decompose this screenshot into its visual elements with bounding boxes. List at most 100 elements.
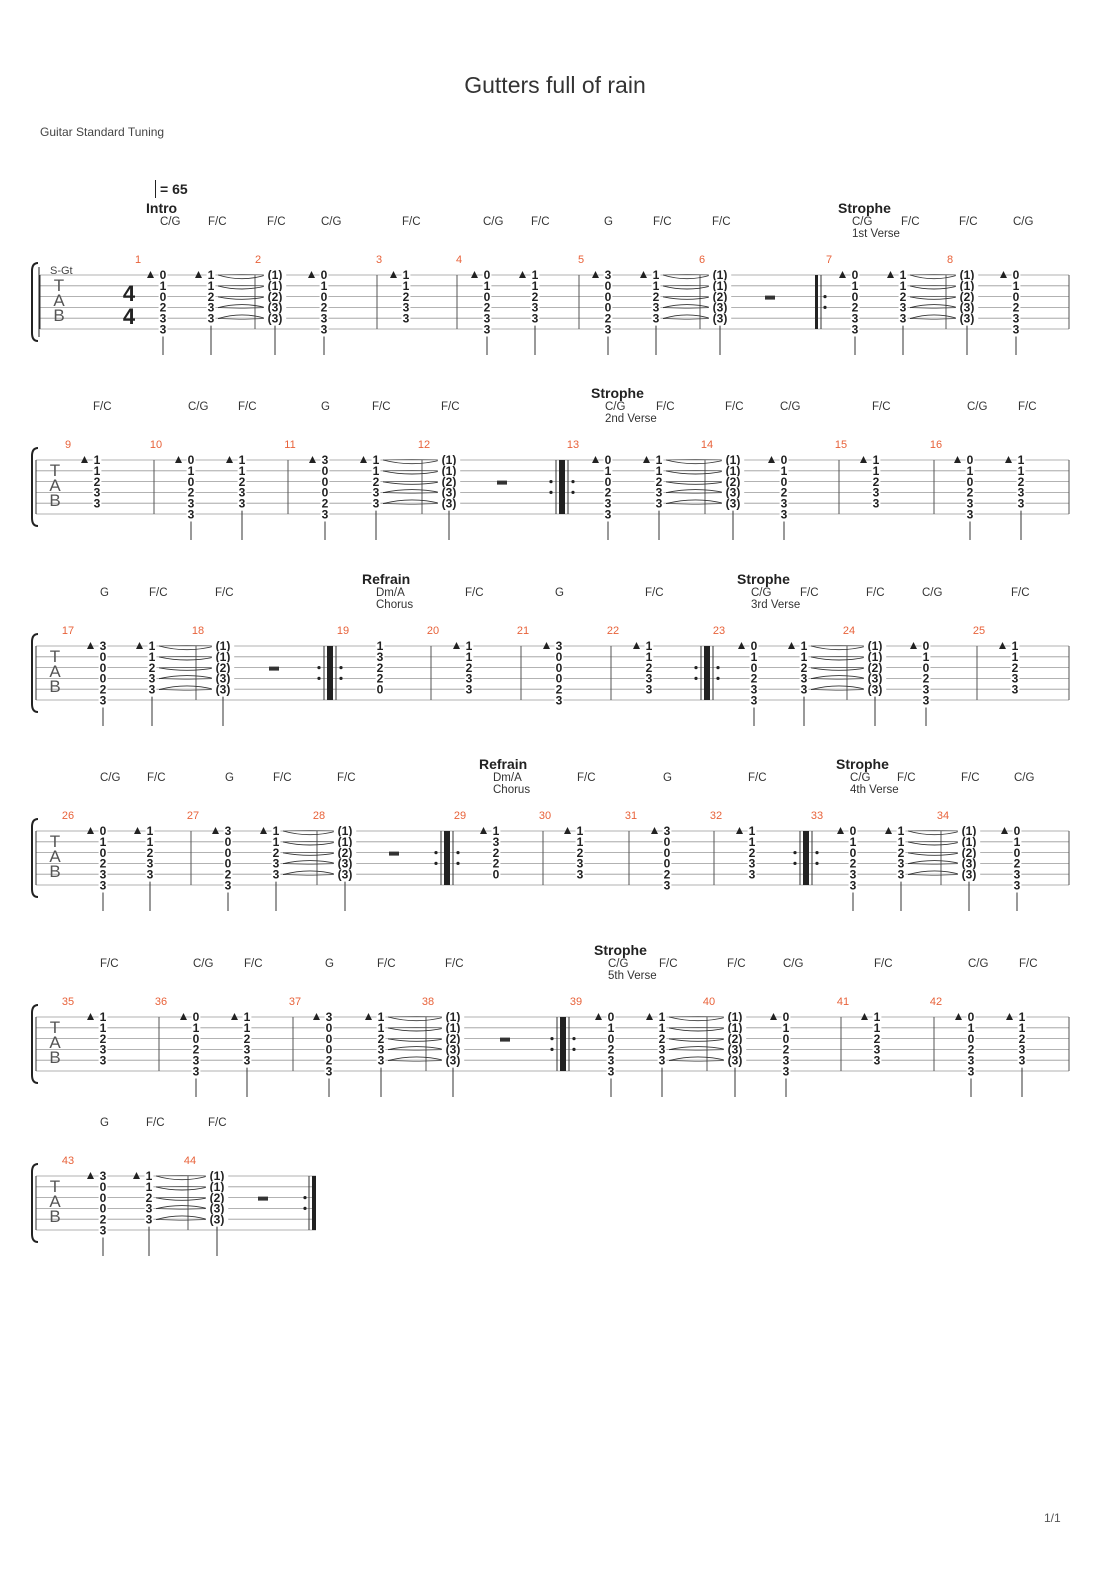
fret-number: (1) <box>960 279 975 293</box>
fret-number: 3 <box>967 497 974 511</box>
fret-background <box>147 673 157 685</box>
strum-arrow-icon <box>87 1172 94 1179</box>
tie-arc <box>282 841 338 846</box>
tie-arc <box>282 863 338 865</box>
fret-number: (3) <box>728 1054 743 1068</box>
fret-number: 3 <box>900 301 907 315</box>
chord-name: F/C <box>273 772 292 784</box>
fret-background <box>401 269 411 281</box>
fret-background <box>848 825 858 837</box>
tie-arc <box>217 285 267 290</box>
measure-number: 43 <box>62 1155 74 1167</box>
strum-arrow-icon <box>136 642 143 649</box>
fret-number: 0 <box>608 1032 615 1046</box>
fret-number: 1 <box>193 1021 200 1035</box>
fret-background <box>144 1170 154 1182</box>
time-signature-top: 4 <box>123 281 136 306</box>
fret-background <box>464 662 474 674</box>
strum-arrow-icon <box>768 456 775 463</box>
fret-number: 1 <box>377 639 384 653</box>
fret-background <box>530 280 540 292</box>
fret-background <box>799 651 809 663</box>
fret-number: 1 <box>646 639 653 653</box>
final-barline-thick <box>312 1176 316 1230</box>
fret-background <box>271 825 281 837</box>
fret-number: 2 <box>1019 1032 1026 1046</box>
fret-background <box>779 476 789 488</box>
fret-number: 1 <box>94 453 101 467</box>
tie-arc <box>158 667 216 669</box>
fret-background <box>333 858 357 870</box>
tie-arc <box>155 1205 209 1210</box>
strum-arrow-icon <box>390 271 397 278</box>
fret-number: 3 <box>968 1054 975 1068</box>
fret-number: (3) <box>210 1202 225 1216</box>
chord-name: F/C <box>725 401 744 413</box>
fret-background <box>237 487 247 499</box>
strum-arrow-icon <box>738 642 745 649</box>
fret-background <box>1010 640 1020 652</box>
chord-name: F/C <box>872 401 891 413</box>
tab-clef-letter: B <box>53 306 64 325</box>
repeat-dot <box>793 861 797 866</box>
fret-background <box>271 836 281 848</box>
fret-background <box>147 651 157 663</box>
fret-background <box>186 498 196 510</box>
fret-background <box>263 313 287 325</box>
fret-background <box>896 869 906 881</box>
tie-arc <box>665 499 726 505</box>
fret-number: 1 <box>967 464 974 478</box>
repeat-dot <box>456 851 460 855</box>
fret-number: (3) <box>268 301 283 315</box>
fret-background <box>1010 662 1020 674</box>
fret-number: 3 <box>1014 879 1021 893</box>
fret-background <box>324 1011 334 1023</box>
rest-mark <box>258 1196 268 1201</box>
fret-number: 3 <box>653 312 660 326</box>
fret-background <box>191 1066 201 1077</box>
strum-arrow-icon <box>1005 456 1012 463</box>
measure-number: 16 <box>930 439 942 451</box>
fret-background <box>1017 1022 1027 1034</box>
fret-number: 0 <box>783 1010 790 1024</box>
fret-background <box>708 280 732 292</box>
fret-background <box>376 1055 386 1067</box>
tie-arc <box>158 667 216 671</box>
strum-arrow-icon <box>453 642 460 649</box>
fret-number: (3) <box>713 301 728 315</box>
strum-arrow-icon <box>1001 827 1008 834</box>
fret-background <box>955 269 979 281</box>
fret-number: 1 <box>656 453 663 467</box>
fret-number: 2 <box>801 661 808 675</box>
tie-arc <box>282 860 338 865</box>
fret-background <box>966 1066 976 1077</box>
fret-background <box>320 476 330 488</box>
fret-number: 3 <box>193 1065 200 1079</box>
fret-number: 3 <box>484 323 491 337</box>
fret-number: 1 <box>781 464 788 478</box>
fret-number: 3 <box>273 857 280 871</box>
section-title: Strophe <box>838 200 891 216</box>
fret-number: 3 <box>1014 868 1021 882</box>
fret-background <box>606 1055 616 1067</box>
fret-number: (3) <box>338 857 353 871</box>
fret-background <box>603 302 613 314</box>
fret-number: 3 <box>967 508 974 522</box>
fret-background <box>98 1214 108 1226</box>
fret-number: 1 <box>146 1169 153 1183</box>
fret-background <box>898 302 908 314</box>
measure-number: 37 <box>289 996 301 1008</box>
chord-name: F/C <box>645 587 664 599</box>
fret-number: 3 <box>1012 672 1019 686</box>
fret-background <box>223 836 233 848</box>
rest-mark <box>497 480 507 485</box>
fret-background <box>491 847 501 859</box>
measure-number: 33 <box>811 810 823 822</box>
fret-background <box>781 1022 791 1034</box>
tie-arc <box>665 459 726 465</box>
tie-arc <box>665 481 726 485</box>
chord-name: G <box>663 772 672 784</box>
fret-background <box>749 673 759 685</box>
fret-number: 1 <box>273 835 280 849</box>
tab-clef-letter: T <box>50 1018 60 1037</box>
